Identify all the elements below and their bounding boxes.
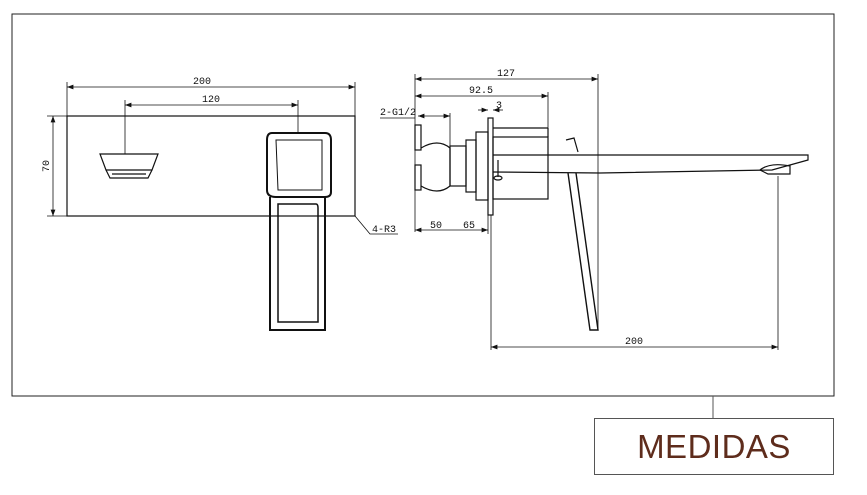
lever-side xyxy=(565,137,579,153)
dim-body-depth: 92.5 xyxy=(469,86,493,97)
cover-box xyxy=(492,136,549,200)
dim-adjust-max: 65 xyxy=(463,221,475,232)
spout-side xyxy=(492,154,809,174)
side-dimensions xyxy=(380,74,779,350)
title-label-box: MEDIDAS xyxy=(594,418,834,475)
lever xyxy=(269,197,326,331)
wall-plate xyxy=(66,115,356,217)
valve-body xyxy=(449,145,467,187)
drawing-frame xyxy=(11,13,835,397)
dim-corner-radius: 4-R3 xyxy=(372,225,396,236)
inlet-flange-bottom xyxy=(414,164,422,191)
wall-plate-side xyxy=(487,117,494,216)
dim-total-depth: 127 xyxy=(497,69,515,80)
dim-adjust-min: 50 xyxy=(430,221,442,232)
dim-plate-thickness: 3 xyxy=(496,101,502,112)
title-label: MEDIDAS xyxy=(637,427,791,465)
front-view xyxy=(66,115,356,331)
dim-inlet-thread: 2-G1/2 xyxy=(380,107,416,119)
dim-plate-height: 70 xyxy=(42,160,53,172)
inlet-flange-top xyxy=(414,124,422,151)
spout-outlet xyxy=(99,153,159,171)
dim-plate-width: 200 xyxy=(193,77,211,88)
dim-hole-spacing: 120 xyxy=(202,95,220,106)
side-view xyxy=(414,117,809,331)
dim-spout-reach: 200 xyxy=(625,337,643,348)
front-dimensions xyxy=(47,82,398,235)
